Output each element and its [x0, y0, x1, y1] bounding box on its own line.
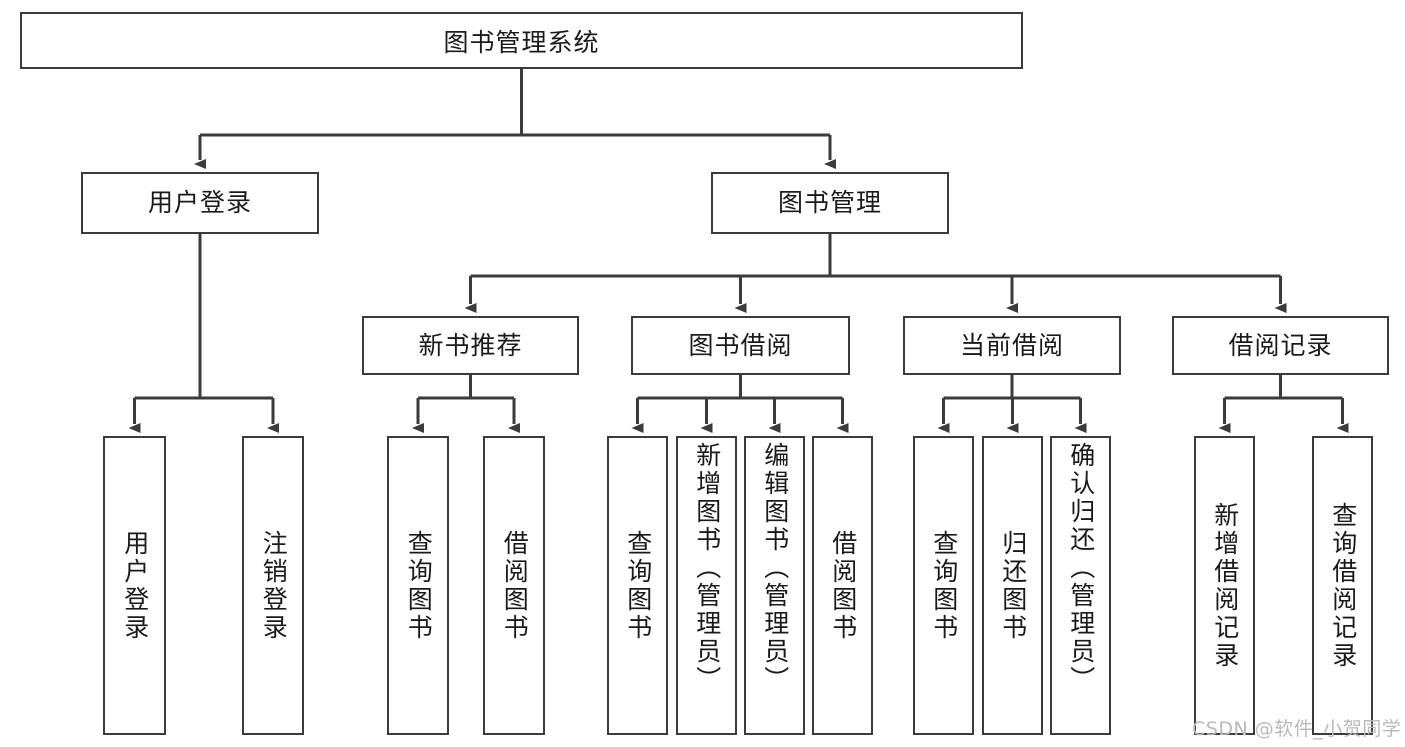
- node-label: 用户登录: [147, 188, 252, 218]
- node-leaf-9-归还图书[interactable]: 归还图书: [982, 436, 1043, 735]
- node-label: 新增借阅记录: [1210, 501, 1240, 670]
- node-label: 借阅记录: [1228, 330, 1333, 360]
- node-leaf-12-查询借阅记录[interactable]: 查询借阅记录: [1312, 436, 1373, 735]
- node-leaf-4-查询图书[interactable]: 查询图书: [607, 436, 668, 735]
- node-label: 编辑图书（管理员）: [760, 442, 790, 694]
- node-label: 查询借阅记录: [1328, 501, 1358, 670]
- node-label: 查询图书: [623, 529, 653, 642]
- node-leaf-11-新增借阅记录[interactable]: 新增借阅记录: [1194, 436, 1255, 735]
- node-label: 当前借阅: [959, 330, 1064, 360]
- node-label: 图书管理: [777, 188, 882, 218]
- node-leaf-10-确认归还管理员[interactable]: 确认归还（管理员）: [1050, 436, 1111, 735]
- node-leaf-8-查询图书[interactable]: 查询图书: [913, 436, 974, 735]
- node-root-图书管理系统[interactable]: 图书管理系统: [20, 12, 1023, 69]
- node-label: 借阅图书: [500, 529, 530, 642]
- node-l2-当前借阅[interactable]: 当前借阅: [903, 316, 1121, 375]
- node-label: 图书借阅: [688, 330, 793, 360]
- node-label: 借阅图书: [828, 529, 858, 642]
- node-label: 确认归还（管理员）: [1066, 442, 1096, 694]
- node-leaf-2-查询图书[interactable]: 查询图书: [387, 436, 449, 735]
- node-label: 新增图书（管理员）: [692, 442, 722, 694]
- node-label: 图书管理系统: [443, 27, 600, 57]
- node-l1-图书管理[interactable]: 图书管理: [711, 172, 949, 234]
- csdn-watermark: CSDN @软件_小贺同学: [1192, 718, 1402, 740]
- node-label: 查询图书: [929, 529, 959, 642]
- node-leaf-6-编辑图书管理员[interactable]: 编辑图书（管理员）: [744, 436, 805, 735]
- node-leaf-5-新增图书管理员[interactable]: 新增图书（管理员）: [676, 436, 737, 735]
- node-l2-新书推荐[interactable]: 新书推荐: [362, 316, 579, 375]
- node-label: 注销登录: [259, 529, 289, 642]
- node-leaf-0-用户登录[interactable]: 用户登录: [103, 436, 166, 735]
- node-l2-借阅记录[interactable]: 借阅记录: [1172, 316, 1389, 375]
- node-label: 新书推荐: [418, 330, 523, 360]
- node-label: 查询图书: [404, 529, 434, 642]
- node-l1-用户登录[interactable]: 用户登录: [81, 172, 319, 234]
- node-leaf-1-注销登录[interactable]: 注销登录: [242, 436, 304, 735]
- node-label: 用户登录: [120, 529, 150, 642]
- node-label: 归还图书: [998, 529, 1028, 642]
- node-leaf-7-借阅图书[interactable]: 借阅图书: [812, 436, 873, 735]
- node-leaf-3-借阅图书[interactable]: 借阅图书: [483, 436, 545, 735]
- node-l2-图书借阅[interactable]: 图书借阅: [631, 316, 850, 375]
